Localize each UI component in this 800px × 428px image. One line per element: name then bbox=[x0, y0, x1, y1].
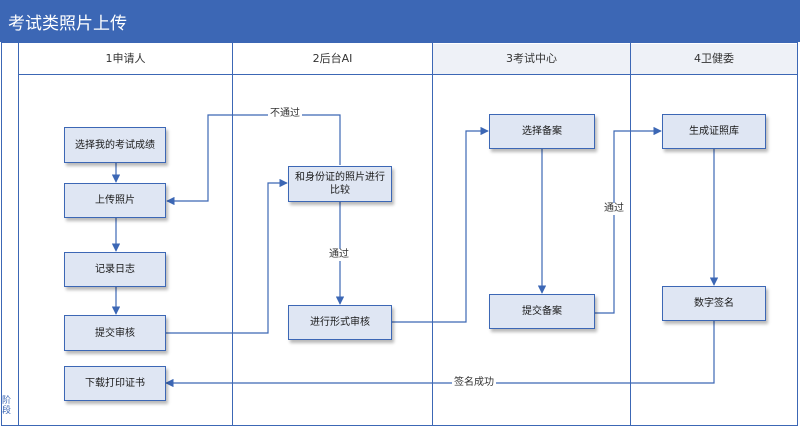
lane-header-bg-4 bbox=[630, 44, 797, 74]
node-select-filing: 选择备案 bbox=[489, 114, 595, 149]
title-bar: 考试类照片上传 bbox=[0, 0, 800, 42]
node-digital-signature: 数字签名 bbox=[662, 286, 766, 321]
edge-label-not-passed: 不通过 bbox=[268, 108, 302, 120]
node-submit-review: 提交审核 bbox=[64, 315, 166, 351]
node-submit-filing: 提交备案 bbox=[489, 294, 595, 329]
node-record-log: 记录日志 bbox=[64, 252, 166, 287]
node-formal-review: 进行形式审核 bbox=[288, 305, 392, 340]
edge-label-passed-ai: 通过 bbox=[327, 249, 351, 261]
lane-header-health-commission: 4卫健委 bbox=[694, 52, 734, 65]
node-compare-photo: 和身份证的照片进行比较 bbox=[288, 166, 392, 202]
node-upload-photo: 上传照片 bbox=[64, 183, 166, 218]
lane-header-backend-ai: 2后台AI bbox=[312, 52, 353, 65]
node-generate-library: 生成证照库 bbox=[662, 114, 766, 149]
node-select-score: 选择我的考试成绩 bbox=[64, 127, 166, 163]
node-download-print: 下载打印证书 bbox=[64, 366, 166, 401]
edge-label-passed-center: 通过 bbox=[602, 203, 626, 215]
edge-signature-to-download bbox=[165, 321, 715, 388]
edge-filing-to-library bbox=[595, 126, 662, 314]
edge-formal-to-filing bbox=[392, 126, 489, 323]
phase-label: 阶段 bbox=[2, 396, 12, 416]
lane-header-bg-3 bbox=[432, 44, 630, 74]
page-title: 考试类照片上传 bbox=[8, 14, 127, 34]
lane-header-applicant: 1申请人 bbox=[105, 52, 146, 65]
edge-label-signature-done: 签名成功 bbox=[452, 377, 496, 389]
edge-not-passed bbox=[166, 114, 341, 206]
lane-header-exam-center: 3考试中心 bbox=[506, 52, 557, 65]
edge-submit-to-compare bbox=[166, 178, 288, 334]
